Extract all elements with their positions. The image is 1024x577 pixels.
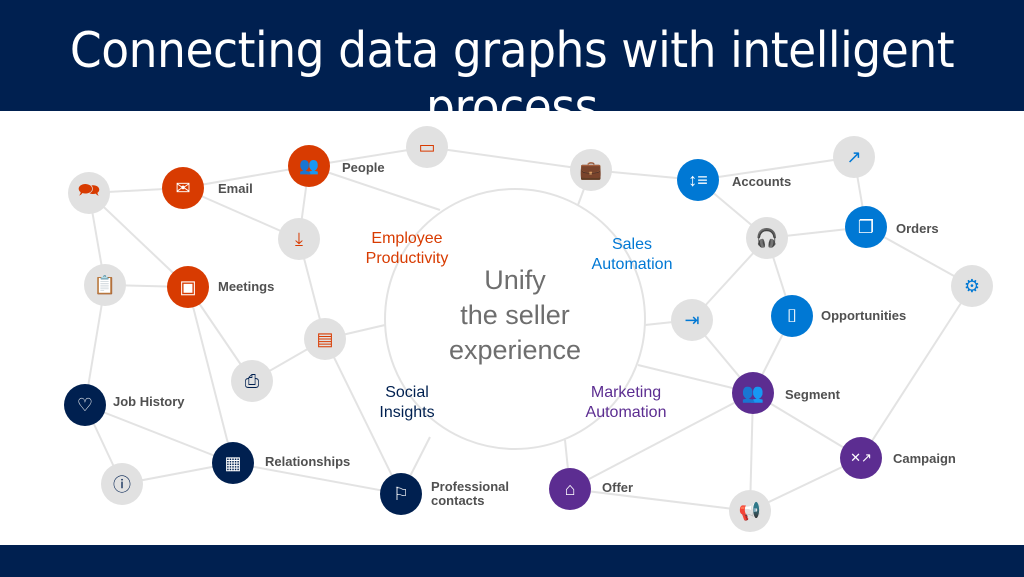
hub-text: Unify the seller experience [449,263,581,368]
edge-meet-rel [187,286,234,464]
hub-line-3: experience [448,335,582,365]
category-line-1: Employee [371,230,443,247]
edge-job-rel [84,404,234,464]
edge-acc-chart [697,156,855,181]
opportunities-label: Opportunities [821,308,907,323]
trend-chart-icon: ↗ [833,136,875,178]
category-line-2: Automation [591,256,673,273]
hub-circle [384,188,646,450]
edge-people-c1 [308,165,441,211]
orders-node: ❐ [845,206,887,248]
email-node: ✉ [162,167,204,209]
job-history-node: ♡ [64,384,106,426]
category-line-2: Productivity [365,250,449,267]
accounts-label: Accounts [732,174,792,189]
edge-gear-camp [860,285,973,459]
door-icon: ⌷ [786,305,798,326]
info-icon: ⓘ [101,463,143,505]
relationships-node: ▦ [212,442,254,484]
offer-node: ⌂ [549,468,591,510]
meetings-node: ▣ [167,266,209,308]
footer-bar [0,545,1024,577]
edge-cal-brief [426,146,592,171]
job-history-label: Job History [113,394,185,409]
meetings-label: Meetings [218,279,275,294]
group-icon: 👥 [741,382,765,403]
label-line-2: contacts [431,493,485,508]
segment-node: 👥 [732,372,774,414]
category-line-1: Sales [611,236,653,253]
accounts-node: ↕≡ [677,159,719,201]
segment-label: Segment [785,387,840,402]
people-label: People [342,160,385,175]
people-icon: 👥 [299,158,319,175]
documents-icon: ❐ [857,216,875,237]
mail-icon: ✉ [175,177,191,198]
briefcase-icon: 💼 [570,149,612,191]
category-line-1: Social [385,384,429,401]
tag-icon: ⌂ [564,478,576,499]
calendar-heart-icon: ♡ [76,394,94,415]
header-bar: Connecting data graphs with intelligent … [0,0,1024,136]
opportunities-node: ⌷ [771,295,813,337]
edge-offer-mega [569,488,751,512]
strategy-icon: ✕↗ [850,450,872,465]
gear-wrench-icon: ⚙ [951,265,993,307]
label-line-1: Professional [431,479,510,494]
campaign-node: ✕↗ [840,437,882,479]
download-icon: ⤓ [278,218,320,260]
flag-icon: ⚐ [392,483,410,504]
slide-title: Connecting data graphs with intelligent … [69,22,955,136]
megaphone-icon: 📢 [729,490,771,532]
campaign-label: Campaign [893,451,956,466]
edge-rel-pro [232,462,402,495]
contact-card-icon: ▣ [179,276,197,297]
clipboard-icon: 📋 [84,264,126,306]
orders-label: Orders [896,221,939,236]
relationships-label: Relationships [265,454,351,469]
print-icon: ⎙ [231,360,273,402]
email-label: Email [218,181,253,196]
calendar-icon: ▭ [406,126,448,168]
hub-line-2: the seller [460,300,570,330]
edge-seg-offer [569,392,754,490]
browser-window-icon: ▦ [224,452,242,473]
exit-icon: ⇥ [671,299,713,341]
document-icon: ▤ [304,318,346,360]
category-line-2: Insights [379,404,435,421]
offer-label: Offer [602,480,634,495]
category-line-1: Marketing [590,384,662,401]
headset-icon: 🎧 [746,217,788,259]
edge-chat-meet [88,192,189,288]
category-line-2: Automation [585,404,667,421]
sort-list-icon: ↕≡ [688,169,708,190]
hub-line-1: Unify [484,265,546,295]
professional-contacts-node: ⚐ [380,473,422,515]
chat-icon: 🗪 [68,172,110,214]
edge-doc-pro [324,338,402,495]
people-node: 👥 [288,145,330,187]
